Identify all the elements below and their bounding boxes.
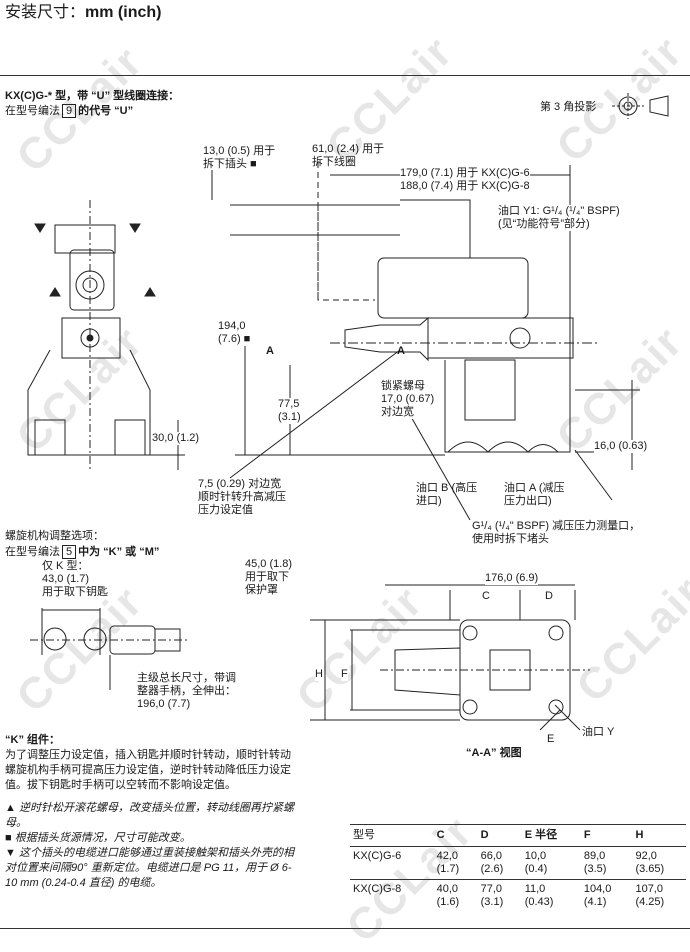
- section-a-marker: A: [397, 345, 405, 357]
- cell: 66,0(2.6): [480, 850, 504, 875]
- dim-e-label: E: [547, 733, 555, 745]
- cell: 42,0(1.7): [436, 850, 460, 875]
- gauge-port-label: G¹/₄ (¹/₄" BSPF) 减压压力测量口，使用时拆下堵头: [472, 520, 641, 546]
- cell: 104,0(4.1): [580, 879, 633, 912]
- note-3: ▼ 这个插头的电缆进口能够通过重装接触架和插头外壳的相对位置来间隔90° 重新定…: [5, 847, 294, 889]
- col-header: C: [433, 824, 478, 847]
- cell-model: KX(C)G-6: [353, 850, 402, 862]
- cell: 89,0(3.5): [583, 850, 607, 875]
- note-1: ▲ 逆时针松开滚花螺母，改变插头位置，转动线圈再拧紧螺母。: [5, 802, 294, 829]
- col-header: 型号: [350, 824, 434, 847]
- cell: 77,0(3.1): [477, 879, 522, 912]
- plug-removal-label: 13,0 (0.5) 用于拆下插头 ■: [203, 145, 276, 170]
- divider: [0, 928, 690, 929]
- key-only-label: 仅 K 型：43,0 (1.7)用于取下钥匙: [42, 560, 108, 598]
- coil-removal-label: 61,0 (2.4) 用于拆下线圈: [312, 143, 385, 168]
- cover-label: 45,0 (1.8)用于取下保护罩: [245, 558, 293, 596]
- overall-length-label: 主级总长尺寸，带调整器手柄，全伸出：196,0 (7.7): [137, 672, 236, 710]
- dim-d-label: D: [545, 590, 553, 603]
- dim-176-label: 176,0 (6.9): [485, 572, 539, 585]
- col-header: E 半径: [521, 824, 581, 847]
- k-option-drawing: [30, 608, 188, 690]
- table-header-row: 型号 C D E 半径 F H: [350, 824, 686, 847]
- third-angle-projection-icon: [612, 93, 669, 119]
- divider: [0, 75, 690, 76]
- dim-h-label: H: [315, 668, 323, 681]
- table-row: KX(C)G-6 42,0(1.7) 66,0(2.6) 10,0(0.4) 8…: [350, 847, 686, 880]
- k-body: 为了调整压力设定值，插入钥匙并顺时针转动，顺时针转动螺旋机构手柄可提高压力设定值…: [5, 749, 291, 791]
- cell-model: KX(C)G-8: [350, 879, 434, 912]
- notes: “K” 组件： 为了调整压力设定值，插入钥匙并顺时针转动，顺时针转动螺旋机构手柄…: [5, 733, 295, 891]
- dim-f-label: F: [341, 668, 348, 681]
- note-2: ■ 根据插头货源情况，尺寸可能改变。: [5, 832, 191, 844]
- page-title: 安装尺寸：mm (inch): [5, 4, 162, 21]
- projection-label: 第 3 角投影: [540, 101, 597, 113]
- col-header: H: [632, 824, 686, 847]
- cell: 11,0(0.43): [521, 879, 581, 912]
- header-line1: KX(C)G-* 型，带 “U” 型线圈连接：: [5, 90, 180, 102]
- aa-view-drawing: [310, 584, 590, 731]
- dim-16-label: 16,0 (0.63): [594, 440, 648, 453]
- k-title: “K” 组件：: [5, 734, 60, 746]
- height-label: 194,0(7.6) ■: [218, 320, 251, 346]
- cell: 107,0(4.25): [632, 879, 686, 912]
- adjust-label: 7,5 (0.29) 对边宽顺时针转升高减压压力设定值: [198, 478, 286, 516]
- dim-30-label: 30,0 (1.2): [152, 432, 200, 445]
- cell: 10,0(0.4): [524, 850, 548, 875]
- port-y1-label: 油口 Y1: G¹/₄ (¹/₄" BSPF)(见“功能符号”部分): [498, 205, 620, 231]
- port-b-label: 油口 B (高压进口): [416, 482, 478, 507]
- cell: 40,0(1.6): [433, 879, 478, 912]
- port-y-label: 油口 Y: [582, 726, 615, 738]
- side-view-drawing: [27, 200, 185, 470]
- dim-c-label: C: [482, 590, 490, 603]
- col-header: D: [477, 824, 522, 847]
- col-header: F: [580, 824, 633, 847]
- dim-77-label: 77,5(3.1): [278, 398, 301, 424]
- option-title: 螺旋机构调整选项：: [5, 530, 104, 542]
- port-a-label: 油口 A (减压压力出口): [504, 482, 565, 507]
- view-aa-caption: “A-A” 视图: [466, 747, 522, 759]
- dimension-table: 型号 C D E 半径 F H KX(C)G-6 42,0(1.7) 66,0(…: [350, 824, 686, 912]
- section-a-marker: A: [266, 345, 274, 357]
- table-row: KX(C)G-8 40,0(1.6) 77,0(3.1) 11,0(0.43) …: [350, 879, 686, 912]
- cell: 92,0(3.65): [635, 850, 665, 875]
